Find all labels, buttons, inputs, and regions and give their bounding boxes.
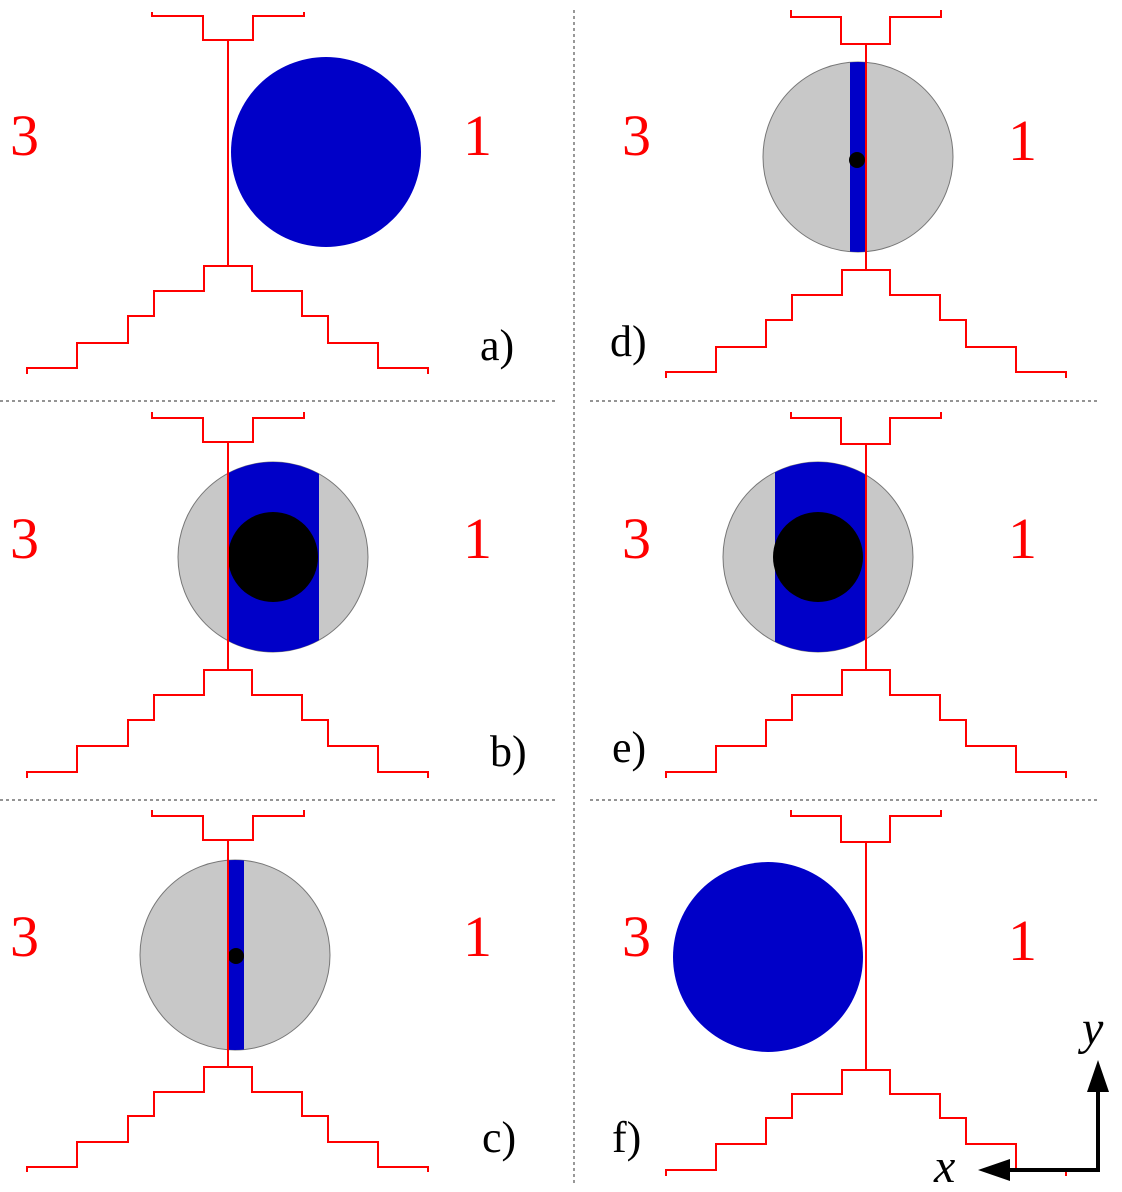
panel-label: b) (490, 727, 527, 776)
region-label-left: 3 (622, 103, 651, 168)
panel-label: d) (610, 317, 647, 366)
region-label-right: 1 (1008, 108, 1037, 173)
wall-staircase (26, 265, 429, 374)
wall-structure (26, 412, 429, 778)
region-label-right: 1 (463, 506, 492, 571)
wall-structure (665, 412, 1067, 778)
y-axis-label: y (1077, 1002, 1104, 1055)
region-label-left: 3 (622, 506, 651, 571)
wall-staircase (26, 1066, 429, 1172)
region-label-left: 3 (622, 904, 651, 969)
wall-staircase (665, 1069, 1067, 1176)
wall-structure (26, 12, 429, 374)
wall-top-cap (151, 412, 305, 443)
wall-staircase (665, 669, 1067, 778)
wall-staircase (26, 669, 429, 778)
core (773, 512, 863, 602)
region-label-left: 3 (10, 506, 39, 571)
wall-top-cap (151, 12, 305, 41)
panel-e: 3 1 e) (612, 412, 1067, 778)
wall-staircase (665, 269, 1067, 378)
region-label-right: 1 (463, 904, 492, 969)
wall-top-cap (790, 810, 942, 843)
core (228, 512, 318, 602)
x-axis-arrowhead (978, 1159, 1010, 1181)
region-label-left: 3 (10, 904, 39, 969)
panel-c: 3 1 c) (10, 810, 516, 1172)
region-label-left: 3 (10, 103, 39, 168)
panel-dividers (0, 10, 1098, 1186)
region-label-right: 1 (1008, 908, 1037, 973)
region-label-right: 1 (1008, 506, 1037, 571)
y-axis-arrowhead (1087, 1060, 1109, 1092)
blob (673, 862, 863, 1052)
region-label-right: 1 (463, 103, 492, 168)
x-axis-label: x (933, 1140, 955, 1192)
blob (231, 57, 421, 247)
panel-label: f) (612, 1113, 641, 1162)
wall-structure (665, 810, 1067, 1176)
core (849, 152, 865, 168)
wall-top-cap (790, 10, 942, 45)
panel-label: c) (482, 1113, 516, 1162)
wall-top-cap (151, 810, 305, 841)
panel-d: 3 1 d) (610, 10, 1067, 378)
wall-structure (26, 810, 429, 1172)
panel-a: 3 1 a) (10, 12, 514, 374)
panel-f: 3 1 f) (612, 810, 1067, 1176)
wall-top-cap (790, 412, 942, 445)
panel-label: e) (612, 723, 646, 772)
panel-b: 3 1 b) (10, 412, 527, 778)
axes-indicator: y x (933, 1002, 1109, 1192)
core (228, 948, 244, 964)
panel-label: a) (480, 321, 514, 370)
wall-structure (665, 10, 1067, 378)
